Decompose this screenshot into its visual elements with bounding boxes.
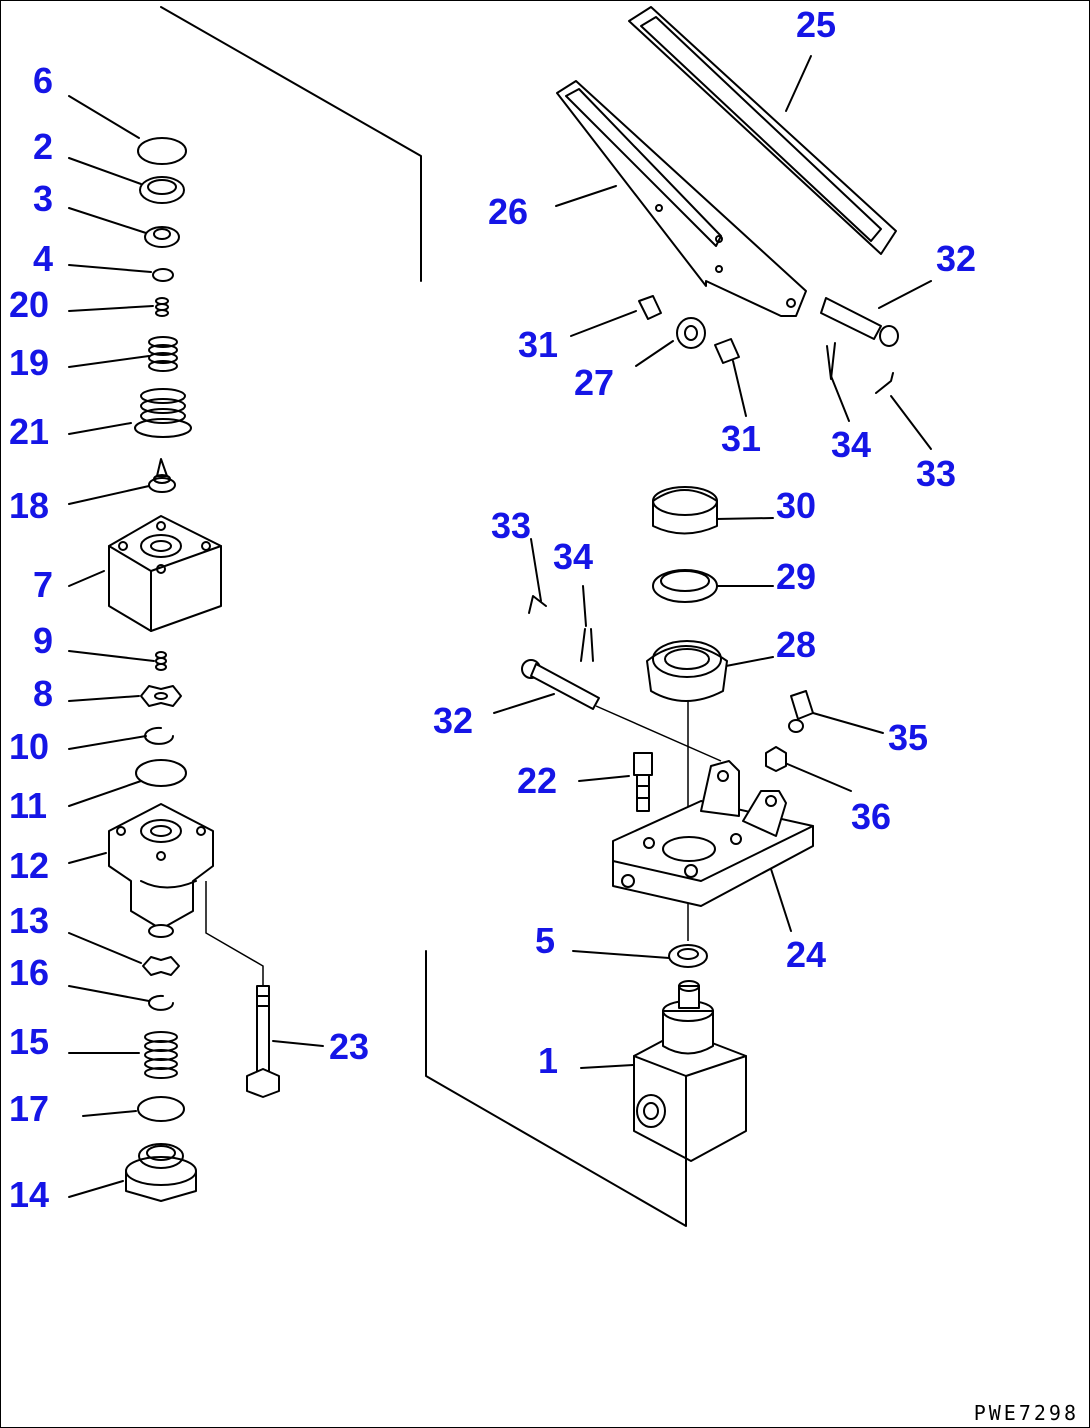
callout-23: 23	[329, 1026, 370, 1067]
part-5-seal	[668, 944, 708, 968]
callout-27: 27	[574, 362, 615, 403]
callout-6: 6	[33, 60, 54, 101]
callout-30: 30	[776, 485, 817, 526]
part-31-bushing-b	[714, 338, 740, 364]
callout-33-lower: 33	[491, 505, 532, 546]
callout-24: 24	[786, 934, 827, 975]
callout-28: 28	[776, 624, 817, 665]
part-20-spring	[155, 297, 169, 317]
part-30-boot-cap	[652, 486, 718, 535]
part-11-o-ring	[135, 759, 187, 787]
part-9-spring	[155, 651, 167, 671]
part-32-pin-upper	[820, 297, 899, 347]
part-24-bracket	[612, 760, 814, 907]
part-7-valve-body	[108, 515, 222, 632]
callout-35: 35	[888, 717, 929, 758]
callout-20: 20	[9, 284, 50, 325]
part-35-fitting	[788, 690, 814, 733]
callout-32-upper: 32	[936, 238, 977, 279]
part-34-cotter-pin-lower	[580, 628, 594, 662]
callout-29: 29	[776, 556, 817, 597]
callout-32-lower: 32	[433, 700, 474, 741]
callout-34-lower: 34	[553, 536, 594, 577]
part-32-pin-lower	[521, 659, 600, 710]
callout-31-right: 31	[721, 418, 762, 459]
part-13-washer	[142, 956, 180, 976]
callout-31-left: 31	[518, 324, 559, 365]
part-33-clip-lower	[528, 595, 547, 614]
part-17-o-ring	[137, 1096, 185, 1122]
part-4-snap-ring	[152, 268, 174, 282]
callout-34-upper: 34	[831, 424, 872, 465]
part-28-boot	[646, 640, 728, 702]
drawing-code: PWE7298	[973, 1401, 1079, 1425]
callout-33-upper: 33	[916, 453, 957, 494]
part-31-bushing-a	[638, 295, 662, 320]
callout-9: 9	[33, 620, 54, 661]
part-36-nut	[765, 746, 787, 772]
callout-2: 2	[33, 126, 54, 167]
callout-1: 1	[538, 1040, 559, 1081]
part-8-washer	[140, 685, 182, 707]
leader-lines	[68, 55, 932, 1198]
part-19-spring	[148, 336, 178, 372]
part-29-seal	[652, 569, 718, 603]
callout-7: 7	[33, 564, 54, 605]
callout-15: 15	[9, 1021, 50, 1062]
part-23-bolt	[246, 985, 280, 1098]
part-26-pedal	[556, 80, 807, 317]
part-25-pedal-cover	[628, 6, 897, 255]
part-6-o-ring	[137, 137, 187, 165]
part-3-retainer	[144, 226, 180, 248]
part-18-plunger	[148, 458, 176, 493]
part-12-lower-body	[108, 803, 214, 938]
callout-21: 21	[9, 411, 50, 452]
callout-10: 10	[9, 726, 50, 767]
part-15-spring	[144, 1031, 178, 1079]
part-2-seal	[139, 176, 185, 204]
callout-19: 19	[9, 342, 50, 383]
callout-25: 25	[796, 4, 837, 45]
part-10-snap-ring	[144, 726, 174, 745]
callout-8: 8	[33, 673, 54, 714]
callout-11: 11	[9, 785, 48, 826]
callout-5: 5	[535, 920, 556, 961]
callout-16: 16	[9, 952, 50, 993]
callout-13: 13	[9, 900, 50, 941]
part-22-bolt	[633, 752, 653, 812]
callout-18: 18	[9, 485, 50, 526]
callout-26: 26	[488, 191, 529, 232]
callout-4: 4	[33, 238, 54, 279]
callout-36: 36	[851, 796, 892, 837]
callout-3: 3	[33, 178, 54, 219]
part-34-cotter-pin-upper	[826, 342, 836, 380]
callout-17: 17	[9, 1088, 50, 1129]
part-27-bearing	[676, 317, 706, 349]
part-16-snap-ring	[148, 994, 174, 1011]
assembly-frame-lines	[160, 6, 687, 1227]
callout-14: 14	[9, 1174, 50, 1215]
part-14-plug	[125, 1143, 197, 1202]
callout-22: 22	[517, 760, 558, 801]
part-21-spring	[134, 388, 192, 438]
part-1-valve-body	[633, 980, 747, 1162]
part-33-clip-upper	[875, 372, 894, 394]
callout-12: 12	[9, 845, 50, 886]
